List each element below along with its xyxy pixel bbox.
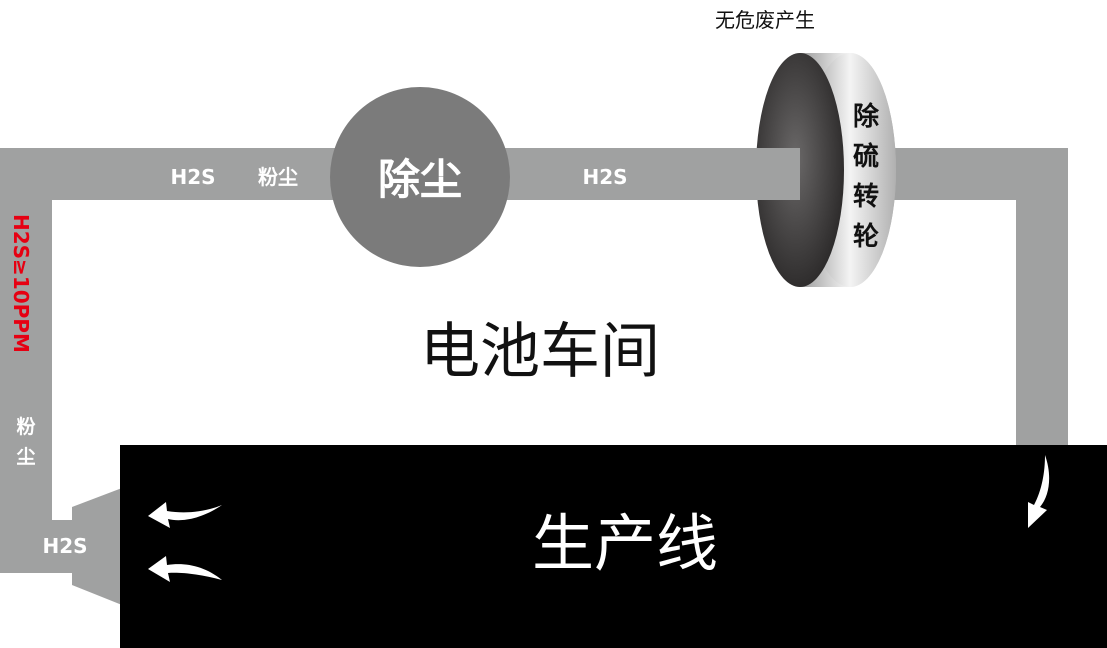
- production-line-box: [120, 445, 1107, 648]
- wheel-label-char: 硫: [853, 141, 879, 172]
- dust-removal-unit: [330, 87, 510, 267]
- production-line-label: 生产线: [532, 507, 718, 580]
- pipe-label-h2s: H2S: [42, 534, 87, 558]
- duct-pipes: [0, 148, 1068, 605]
- workshop-title: 电池车间: [420, 317, 660, 387]
- pipe-label-dust-char: 尘: [16, 446, 35, 468]
- wheel-label-char: 轮: [853, 222, 879, 252]
- pipe-label-dust: 粉尘: [258, 165, 298, 189]
- wheel-label-char: 除: [853, 101, 880, 132]
- desulfurization-wheel: [740, 53, 896, 287]
- dust-removal-label: 除尘: [378, 155, 462, 204]
- pipe-label-h2s: H2S: [582, 165, 627, 189]
- pipe-label-h2s: H2S: [170, 165, 215, 189]
- no-hazardous-waste-note: 无危废产生: [715, 8, 815, 32]
- h2s-threshold-warning: H2S≥10PPM: [9, 214, 33, 353]
- wheel-label-char: 转: [853, 182, 879, 212]
- airflow-arrow-icon: [148, 455, 1050, 582]
- pipe-label-dust-char: 粉: [16, 415, 35, 438]
